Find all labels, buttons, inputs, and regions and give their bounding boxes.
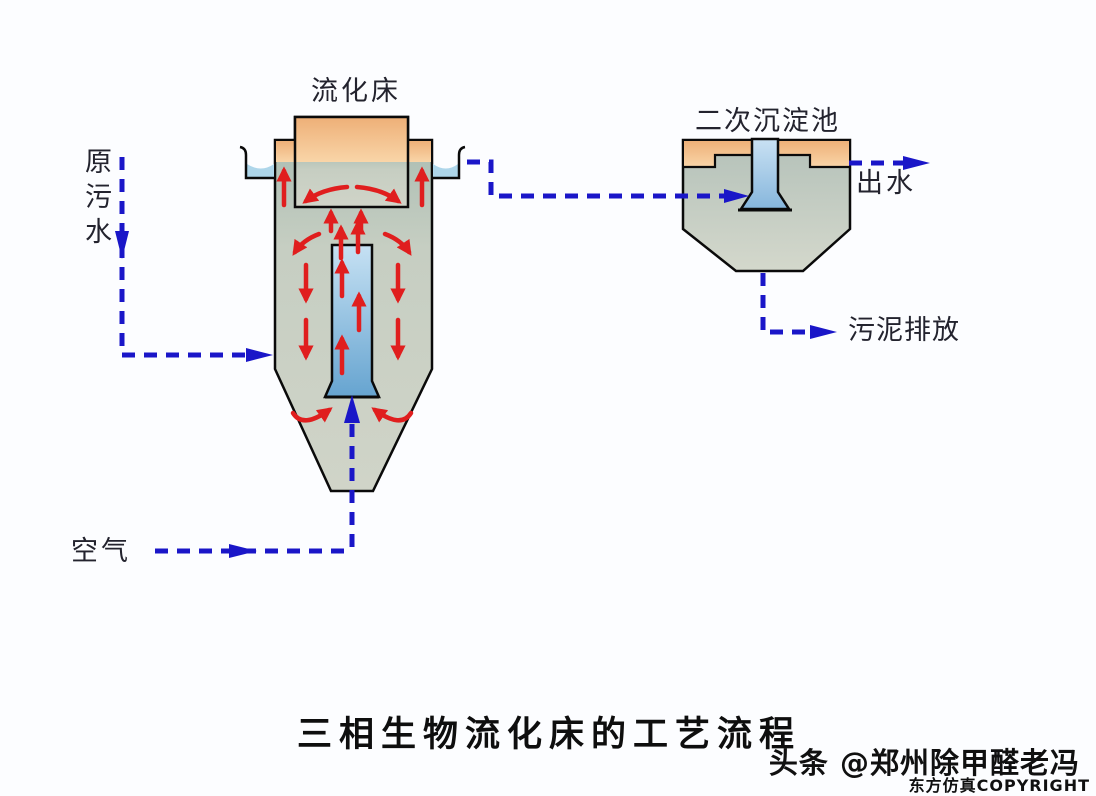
circulation-arrow: [292, 231, 322, 256]
flow-arrow: [724, 189, 749, 203]
inner-box-border: [293, 115, 410, 209]
flow-arrow: [115, 231, 129, 259]
right-trough-wall: [432, 145, 466, 180]
circulation-arrow: [371, 407, 414, 423]
circulation-arrow: [382, 231, 412, 256]
left-trough-water: [247, 164, 274, 177]
bed-to-clarifier-line: [467, 159, 726, 199]
air-label: 空气: [71, 536, 131, 567]
sludge-line: [760, 273, 811, 335]
flow-arrow: [246, 348, 273, 362]
diagram-title: 三相生物流化床的工艺流程: [297, 714, 802, 755]
flow-arrow: [344, 395, 360, 423]
raw-sewage-label: 原污水: [80, 147, 112, 252]
left-trough-wall: [239, 145, 275, 180]
draft-tube: [323, 243, 381, 399]
flow-arrow: [229, 544, 257, 558]
effluent-label: 出水: [856, 168, 916, 199]
fluidized-bed-label: 流化床: [311, 76, 401, 107]
watermark-byline: 头条 @郑州除甲醛老冯: [768, 746, 1080, 780]
flow-arrow: [903, 156, 930, 170]
watermark-copyright: 东方仿真COPYRIGHT: [908, 776, 1090, 795]
circulation-arrow: [290, 407, 333, 423]
flow-arrow: [810, 325, 837, 339]
secondary-clarifier-label: 二次沉淀池: [695, 106, 840, 137]
sludge-discharge-label: 污泥排放: [848, 315, 960, 346]
circulation-arrow: [354, 184, 402, 204]
circulation-arrow: [302, 184, 350, 204]
right-trough-water: [433, 164, 458, 177]
circulation-arrows: [276, 166, 430, 423]
flow-arrowheads: [115, 156, 930, 558]
secondary-clarifier-vessel: [681, 137, 852, 273]
inner-box-freeboard: [296, 118, 407, 162]
